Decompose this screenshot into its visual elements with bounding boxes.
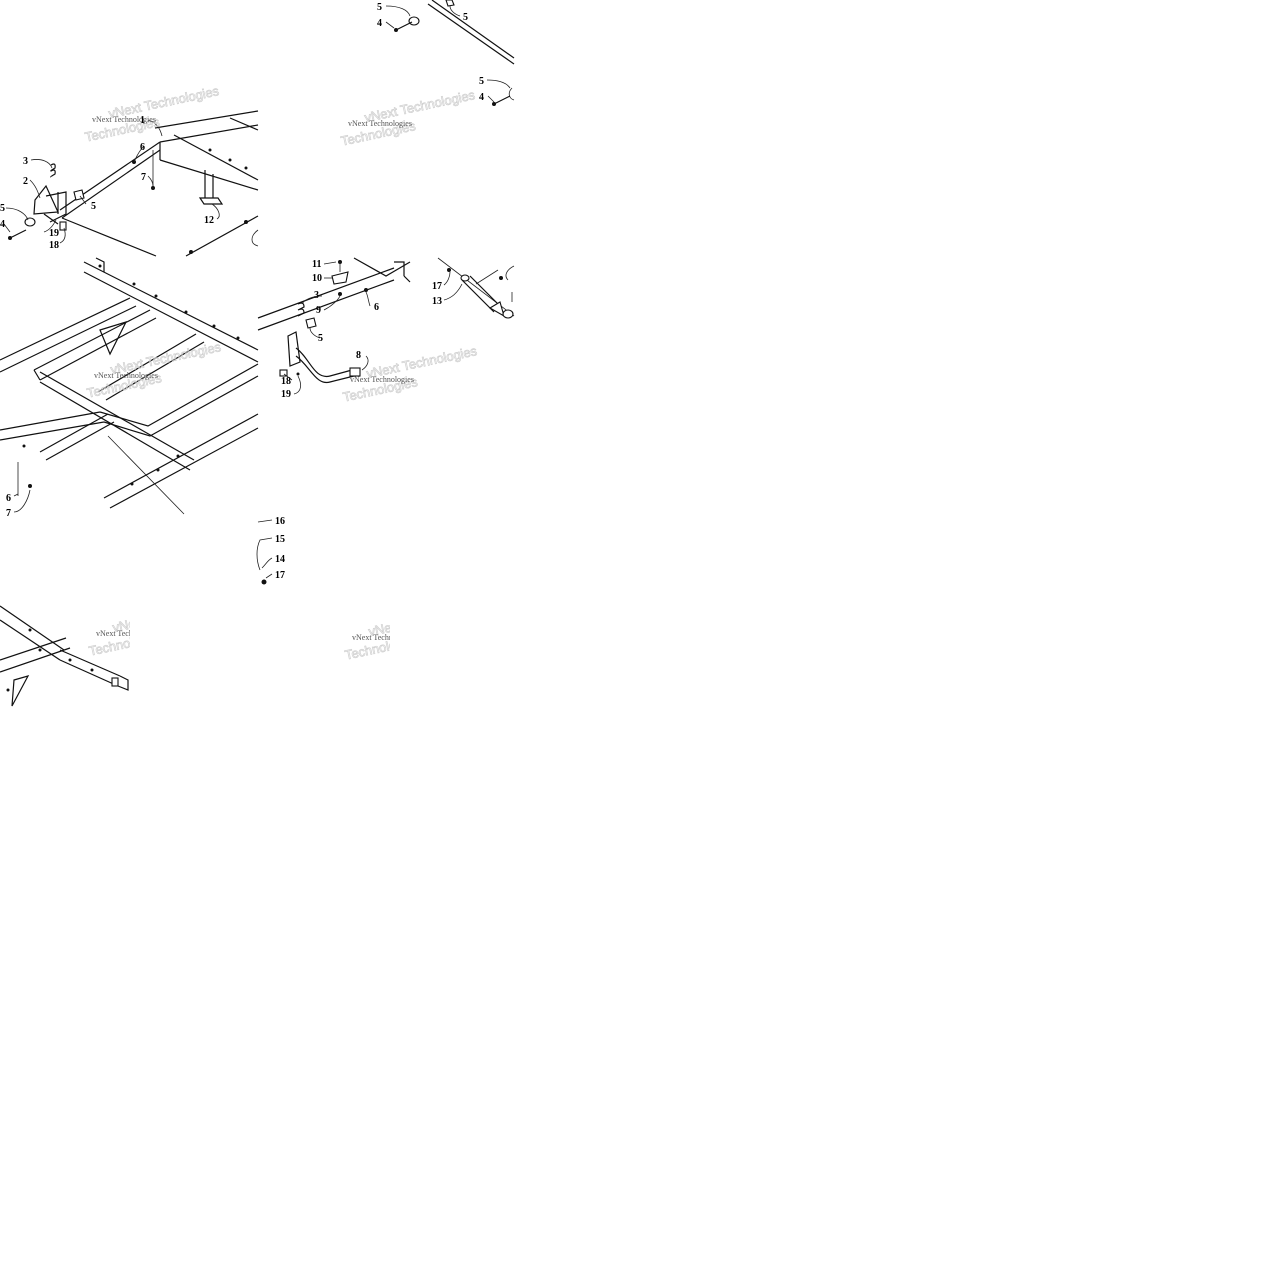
bolt-part [395, 21, 413, 31]
tile-top-right [385, 0, 515, 106]
tile-hitch-assembly [257, 257, 411, 395]
tile-frame-chassis [0, 257, 259, 515]
callout-number-c-top-5a: 5 [377, 2, 382, 13]
tile-frame-rear [0, 605, 129, 707]
callout-number-c-11: 11 [312, 259, 321, 270]
callout-number-c-12: 12 [204, 215, 214, 226]
bracket-part [445, 0, 455, 7]
callout-number-c-18a: 18 [49, 240, 59, 251]
callout-number-c-top-4a: 4 [377, 18, 382, 29]
watermark-text: vNext Technologies [350, 375, 414, 384]
callout-number-c-7b: 7 [6, 508, 11, 519]
callout-number-c-top-5c: 5 [479, 76, 484, 87]
watermark-text: vNext Technologies [96, 629, 160, 638]
callout-number-c-19a: 19 [49, 228, 59, 239]
callout-number-c-15: 15 [275, 534, 285, 545]
watermark-1: vNext Technologies Technologies vNext Te… [83, 83, 221, 145]
spring-part [50, 163, 56, 178]
watermark-text: vNext Technologies [348, 119, 412, 128]
callout-number-c-1: 1 [140, 115, 145, 126]
callout-number-c-17b: 17 [275, 570, 285, 581]
watermark-2: vNext Technologies Technologies vNext Te… [339, 87, 477, 149]
callout-number-c-2: 2 [23, 176, 28, 187]
watermark-6: vNext Technologies Technologies vNext Te… [343, 601, 416, 663]
callout-number-c-9: 9 [316, 305, 321, 316]
callout-number-c-top-4b: 4 [479, 92, 484, 103]
callout-number-c-14: 14 [275, 554, 285, 565]
tile-shock-absorber [437, 257, 515, 319]
callout-number-c-5d: 5 [91, 201, 96, 212]
callout-number-c-8: 8 [356, 350, 361, 361]
callout-number-c-6a: 6 [140, 142, 145, 153]
callout-number-c-5e: 5 [0, 203, 5, 214]
callout-number-c-13: 13 [432, 296, 442, 307]
mount-bracket-part [331, 271, 349, 285]
callout-number-c-10: 10 [312, 273, 322, 284]
callout-number-c-4c: 4 [0, 219, 5, 230]
callout-number-c-6b: 6 [374, 302, 379, 313]
callout-number-c-17a: 17 [432, 281, 442, 292]
watermark-3: vNext Technologies Technologies vNext Te… [85, 339, 223, 401]
washer-part [408, 16, 420, 26]
callout-number-c-3b: 3 [314, 290, 319, 301]
tile-bolt-stack [256, 519, 273, 585]
callout-number-c-3a: 3 [23, 156, 28, 167]
watermark-5: vNext Technologies Technologies vNext Te… [87, 600, 160, 659]
callout-number-c-19b: 19 [281, 389, 291, 400]
callout-number-c-top-5b: 5 [463, 12, 468, 23]
hitch-handle-part [33, 184, 59, 215]
tile-frame-upper [3, 110, 259, 257]
watermark-text: vNext Technologies [352, 633, 416, 642]
watermark-text: vNext Technologies [92, 115, 156, 124]
callout-number-c-16: 16 [275, 516, 285, 527]
callout-number-c-6c: 6 [6, 493, 11, 504]
callout-number-c-7a: 7 [141, 172, 146, 183]
callout-number-c-18b: 18 [281, 376, 291, 387]
callout-number-c-5f: 5 [318, 333, 323, 344]
watermark-text: vNext Technologies [94, 371, 158, 380]
